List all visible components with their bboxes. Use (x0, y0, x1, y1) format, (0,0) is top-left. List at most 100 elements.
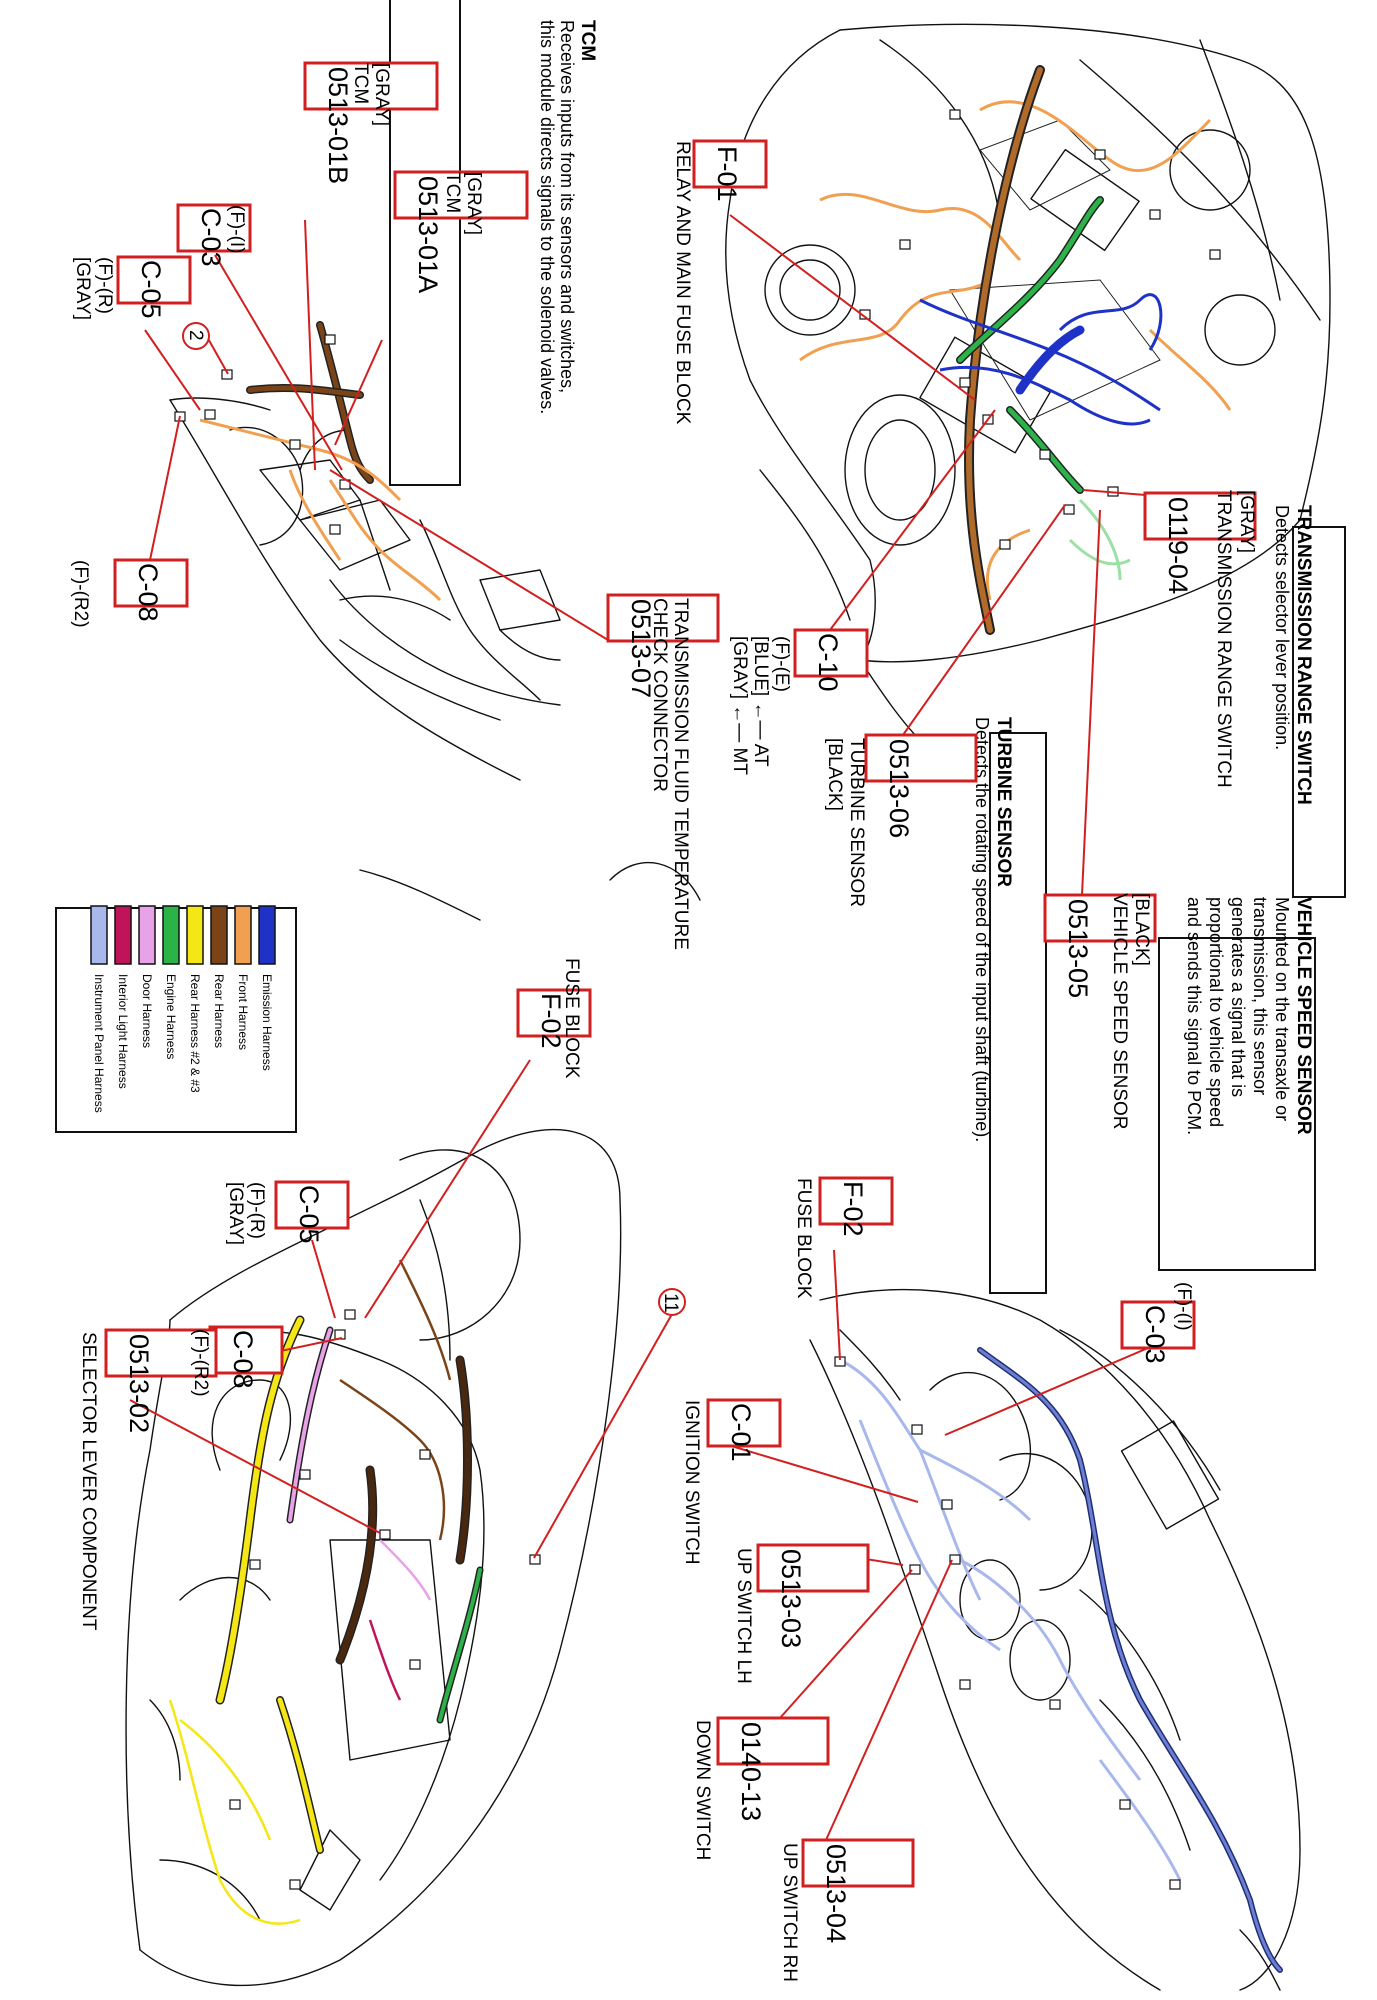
callout-0140-13: 0140-13 (716, 1716, 830, 1821)
vehicle-body-harnesses (168, 1259, 541, 1925)
tcm-a-color-label: [GRAY] (463, 172, 484, 235)
callout-code-f02-right: F-02 (838, 1181, 868, 1237)
0513-04-name-label: UP SWITCH RH (779, 1843, 800, 1982)
callout-code-0140-13: 0140-13 (736, 1722, 766, 1821)
callout-c03-tl: C-03 (176, 203, 252, 267)
callout-code-c03-tl: C-03 (196, 208, 226, 267)
tcm-b-color-label: [GRAY] (371, 63, 392, 126)
legend-swatch (90, 905, 108, 965)
callout-code-c08-bl: C-08 (228, 1330, 258, 1389)
callout-code-c08-tl: C-08 (133, 563, 163, 622)
vss-color-label: [BLACK] (1131, 893, 1152, 966)
callout-c10: C-10 (793, 628, 869, 692)
c05-tl-color-label: [GRAY] (72, 257, 93, 320)
legend-label: Rear Harness #2 & #3 (188, 974, 202, 1093)
callout-f02-right: F-02 (818, 1176, 894, 1237)
vss-block-line-4: proportional to vehicle speed (1206, 897, 1226, 1127)
callout-c05-bl: C-05 (274, 1180, 350, 1244)
callout-c08-bl: C-08 (208, 1325, 284, 1389)
legend-label: Front Harness (236, 974, 250, 1050)
c10-fe-label: (F)-(E) (771, 636, 792, 692)
marker-2: 2 (182, 322, 210, 350)
vss-description-block: VEHICLE SPEED SENSOR Mounted on the tran… (1158, 897, 1316, 1271)
c03-right-fi-label: (F)-(I) (1173, 1282, 1194, 1331)
vss-block-line-3: generates a signal that is (1228, 897, 1248, 1097)
c05-bl-color-label: [GRAY] (225, 1182, 246, 1245)
callout-code-0513-06: 0513-06 (884, 739, 914, 838)
callout-code-c03-right: C-03 (1140, 1305, 1170, 1364)
callout-code-0513-01a: 0513-01A (413, 176, 443, 293)
legend-label: Interior Light Harness (116, 974, 130, 1089)
legend-swatch (210, 905, 228, 965)
callout-0513-03: 0513-03 (756, 1543, 870, 1648)
tcm-block-line-1: Receives inputs from its sensors and swi… (557, 20, 577, 393)
tft-label-line-2: CHECK CONNECTOR (649, 598, 670, 792)
callout-code-c10: C-10 (813, 633, 843, 692)
callout-code-0513-02: 0513-02 (124, 1334, 154, 1433)
callout-0513-01a: 0513-01A (393, 170, 529, 293)
c10-blue-label: [BLUE] ←— AT (750, 636, 771, 767)
instrument-panel-illustration (809, 1288, 1301, 1991)
callout-code-0513-07: 0513-07 (626, 599, 656, 698)
callout-0513-07: 0513-07 (606, 593, 720, 698)
tcm-a-name-label: TCM (442, 172, 463, 213)
vss-name-label: VEHICLE SPEED SENSOR (1109, 893, 1130, 1130)
instrument-panel-harnesses (834, 1347, 1283, 1973)
turbine-block-line-1: Detects the rotating speed of the input … (972, 717, 992, 1142)
callout-code-0119-04: 0119-04 (1163, 497, 1193, 594)
legend-label: Rear Harness (212, 974, 226, 1048)
legend-label: Engine Harness (164, 974, 178, 1059)
callout-code-0513-01b: 0513-01B (323, 67, 353, 184)
trs-block-title: TRANSMISSION RANGE SWITCH (1293, 505, 1314, 805)
legend-swatch (186, 905, 204, 965)
trs-gray-label: [GRAY] (1236, 490, 1257, 553)
callout-code-0513-04: 0513-04 (821, 1844, 851, 1943)
callout-code-0513-05: 0513-05 (1063, 899, 1093, 998)
turbine-block-title: TURBINE SENSOR (993, 717, 1014, 887)
callout-code-c05-bl: C-05 (294, 1185, 324, 1244)
0513-02-name-label: SELECTOR LEVER COMPONENT (78, 1332, 99, 1631)
callout-0513-06: 0513-06 (864, 733, 978, 838)
callout-c08-tl: C-08 (113, 558, 189, 622)
relay-block-label: RELAY AND MAIN FUSE BLOCK (672, 141, 693, 425)
legend-swatch (162, 905, 180, 965)
vss-block-line-5: and sends this signal to PCM. (1184, 897, 1204, 1135)
legend-swatch (234, 905, 252, 965)
vss-block-line-1: Mounted on the transaxle or (1272, 897, 1292, 1121)
callout-f02-bl: F-02 (516, 988, 592, 1049)
callout-c03-right: C-03 (1120, 1300, 1196, 1364)
turbine-description-block: TURBINE SENSOR Detects the rotating spee… (972, 717, 1047, 1294)
callout-code-0513-03: 0513-03 (776, 1549, 806, 1648)
harness-color-legend: Emission Harness Front Harness Rear Harnes… (55, 905, 297, 1133)
c03-tl-fi-label: (F)-(I) (226, 205, 247, 254)
legend-label: Door Harness (140, 974, 154, 1048)
legend-label: Instrument Panel Harness (92, 974, 106, 1113)
vss-block-line-2: transmission, this sensor (1250, 897, 1270, 1095)
tcm-block-line-2: this module directs signals to the solen… (537, 20, 557, 414)
c05-bl-fr-label: (F)-(R) (246, 1182, 267, 1239)
callout-0513-01b: 0513-01B (303, 61, 439, 184)
marker-11: 11 (658, 1288, 686, 1316)
transaxle-harnesses (174, 321, 442, 602)
f02-bl-name-label: FUSE BLOCK (561, 958, 582, 1079)
f02-right-name-label: FUSE BLOCK (793, 1178, 814, 1299)
callout-leaders (129, 214, 1156, 1841)
callout-code-f02-bl: F-02 (536, 993, 566, 1049)
trs-block-line-1: Detects selector lever position. (1272, 505, 1292, 750)
callout-c01: C-01 (706, 1398, 782, 1462)
tft-label-line-1: TRANSMISSION FLUID TEMPERATURE (670, 598, 691, 950)
tcm-block-title: TCM (577, 20, 598, 61)
legend-label: Emission Harness (260, 974, 274, 1071)
callout-0513-05: 0513-05 (1043, 893, 1157, 998)
marker-11-label: 11 (660, 1293, 681, 1313)
callout-f01: F-01 (692, 139, 768, 202)
turbine-sensor-label: TURBINE SENSOR (846, 738, 867, 907)
callout-0513-04: 0513-04 (801, 1838, 915, 1943)
callout-code-c01: C-01 (726, 1403, 756, 1462)
callout-0119-04: 0119-04 (1143, 491, 1257, 594)
vss-block-title: VEHICLE SPEED SENSOR (1293, 897, 1314, 1135)
c01-name-label: IGNITION SWITCH (681, 1400, 702, 1565)
callout-c05-tl: C-05 (116, 255, 192, 319)
marker-2-label: 2 (185, 330, 206, 341)
